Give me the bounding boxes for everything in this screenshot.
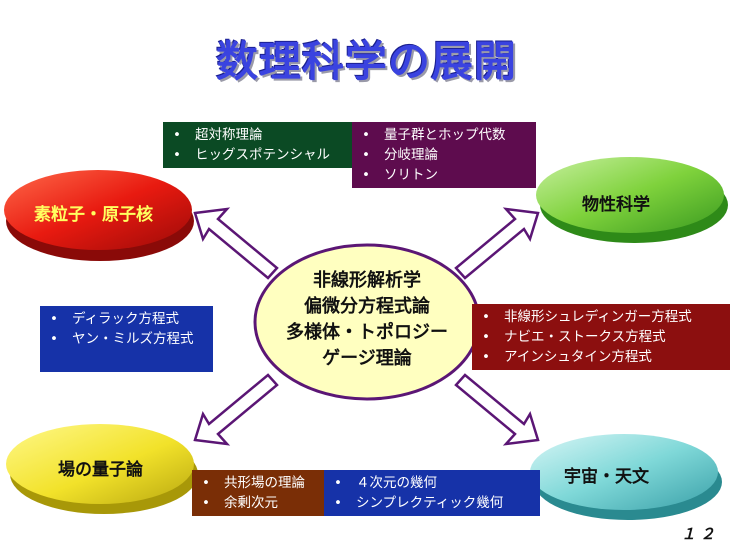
- node-particle-label: 素粒子・原子核: [34, 205, 153, 225]
- node-particle-shape: [4, 170, 194, 261]
- topics-box-purple: 量子群とホップ代数 分岐理論 ソリトン: [352, 122, 536, 188]
- list-item: 余剰次元: [200, 493, 318, 513]
- topics-box-red-right: 非線形シュレディンガー方程式 ナビエ・ストークス方程式 アインシュタイン方程式: [472, 304, 730, 370]
- list-item: 量子群とホップ代数: [360, 125, 528, 145]
- center-line: ゲージ理論: [322, 348, 412, 369]
- topics-box-blue-left: ディラック方程式 ヤン・ミルズ方程式: [40, 306, 213, 372]
- node-condensed-shape: [536, 157, 728, 243]
- center-line: 多様体・トポロジー: [286, 322, 448, 343]
- list-item: ヤン・ミルズ方程式: [48, 329, 205, 349]
- list-item: ナビエ・ストークス方程式: [480, 327, 722, 347]
- list-item: アインシュタイン方程式: [480, 347, 722, 367]
- arrow-lower-left: [193, 373, 279, 446]
- list-item: 非線形シュレディンガー方程式: [480, 307, 722, 327]
- topics-box-blue-bottom: ４次元の幾何 シンプレクティック幾何: [324, 470, 540, 516]
- page-title: 数理科学の展開: [215, 37, 517, 86]
- arrow-upper-right: [454, 207, 540, 280]
- list-item: 共形場の理論: [200, 473, 318, 493]
- list-item: ディラック方程式: [48, 309, 205, 329]
- node-field-shape: [6, 424, 198, 514]
- center-line: 偏微分方程式論: [304, 296, 430, 317]
- arrow-upper-left: [193, 207, 279, 280]
- center-topics: 非線形解析学 偏微分方程式論 多様体・トポロジー ゲージ理論: [258, 268, 476, 372]
- topics-box-brown-bottom: 共形場の理論 余剰次元: [192, 470, 326, 516]
- node-cosmos-shape: [530, 434, 722, 520]
- list-item: ４次元の幾何: [332, 473, 532, 493]
- list-item: ソリトン: [360, 165, 528, 185]
- list-item: 超対称理論: [171, 125, 351, 145]
- page-number: １２: [680, 525, 719, 543]
- list-item: シンプレクティック幾何: [332, 493, 532, 513]
- list-item: ヒッグスポテンシャル: [171, 145, 351, 165]
- center-line: 非線形解析学: [313, 270, 421, 291]
- list-item: 分岐理論: [360, 145, 528, 165]
- topics-box-green: 超対称理論 ヒッグスポテンシャル: [163, 122, 359, 168]
- arrow-lower-right: [454, 373, 540, 446]
- node-condensed-label: 物性科学: [582, 195, 650, 215]
- node-cosmos-label: 宇宙・天文: [564, 467, 649, 487]
- node-field-label: 場の量子論: [58, 460, 143, 480]
